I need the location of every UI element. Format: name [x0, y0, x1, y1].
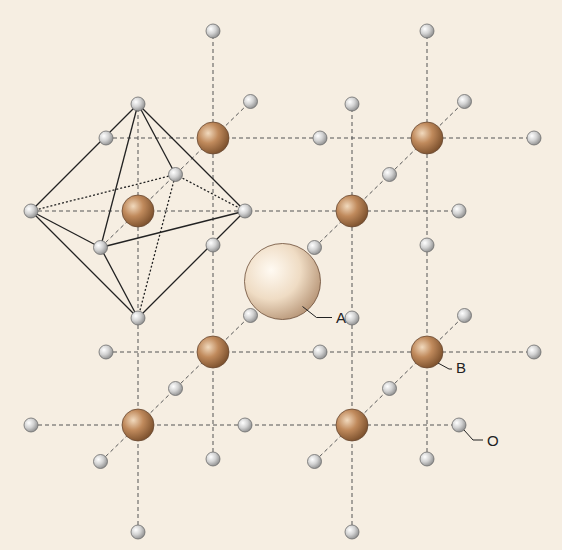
- b-site-cation: [336, 409, 368, 441]
- oxygen-anion: [458, 309, 472, 323]
- octahedron-edge: [176, 175, 246, 212]
- octahedron-edge: [31, 211, 138, 318]
- oxygen-anion: [308, 455, 322, 469]
- octahedron-edge: [31, 211, 101, 248]
- octahedron-edge: [138, 104, 176, 175]
- oxygen-anion: [24, 204, 38, 218]
- oxygen-anion: [206, 452, 220, 466]
- lattice-line: [315, 102, 465, 248]
- oxygen-anion: [527, 131, 541, 145]
- oxygen-anion: [94, 241, 108, 255]
- oxygen-anion: [527, 345, 541, 359]
- oxygen-anion: [420, 238, 434, 252]
- b-site-cation: [336, 195, 368, 227]
- octahedron-edge: [101, 211, 246, 248]
- oxygen-anion: [131, 311, 145, 325]
- oxygen-anion: [452, 204, 466, 218]
- b-site-cation: [122, 195, 154, 227]
- oxygen-anion: [206, 238, 220, 252]
- oxygen-anion: [24, 418, 38, 432]
- a-site-cation: [245, 244, 321, 320]
- oxygen-anion: [345, 525, 359, 539]
- lattice-line: [101, 316, 251, 462]
- oxygen-anion: [383, 382, 397, 396]
- octahedron-edge: [138, 104, 245, 211]
- b-site-cation: [197, 336, 229, 368]
- oxygen-anion: [244, 95, 258, 109]
- oxygen-anion: [420, 452, 434, 466]
- oxygen-anion: [169, 168, 183, 182]
- lattice-line: [315, 316, 465, 462]
- octahedron-edge: [31, 104, 138, 211]
- oxygen-anion: [345, 97, 359, 111]
- oxygen-anion: [238, 418, 252, 432]
- oxygen-anion: [313, 345, 327, 359]
- oxygen-anion: [131, 97, 145, 111]
- oxygen-anion: [452, 418, 466, 432]
- oxygen-anion: [99, 345, 113, 359]
- octahedron-edge: [138, 211, 245, 318]
- oxygen-anion: [94, 455, 108, 469]
- oxygen-anion: [131, 525, 145, 539]
- atom-label: A: [336, 310, 346, 325]
- oxygen-anion: [244, 309, 258, 323]
- octahedron-edge: [31, 175, 176, 212]
- octahedron: [31, 104, 245, 318]
- oxygen-anion: [308, 241, 322, 255]
- b-site-cation: [197, 122, 229, 154]
- oxygen-anion: [238, 204, 252, 218]
- oxygen-anion: [99, 131, 113, 145]
- lattice-line: [101, 102, 251, 248]
- b-site-cation: [122, 409, 154, 441]
- leader-lines: [303, 307, 484, 441]
- atom-label: B: [456, 360, 466, 375]
- oxygen-anion: [345, 311, 359, 325]
- leader-line: [464, 430, 483, 440]
- oxygen-anion: [169, 382, 183, 396]
- atom-label: O: [487, 433, 499, 448]
- lattice-lines: [31, 31, 534, 532]
- leader-line: [303, 307, 333, 318]
- oxygen-anion: [206, 24, 220, 38]
- leader-line: [438, 363, 452, 369]
- oxygen-anion: [313, 131, 327, 145]
- oxygen-anion: [458, 95, 472, 109]
- b-site-cation: [411, 122, 443, 154]
- oxygen-anion: [420, 24, 434, 38]
- atoms: [24, 24, 541, 539]
- oxygen-anion: [383, 168, 397, 182]
- octahedron-edge: [101, 248, 139, 319]
